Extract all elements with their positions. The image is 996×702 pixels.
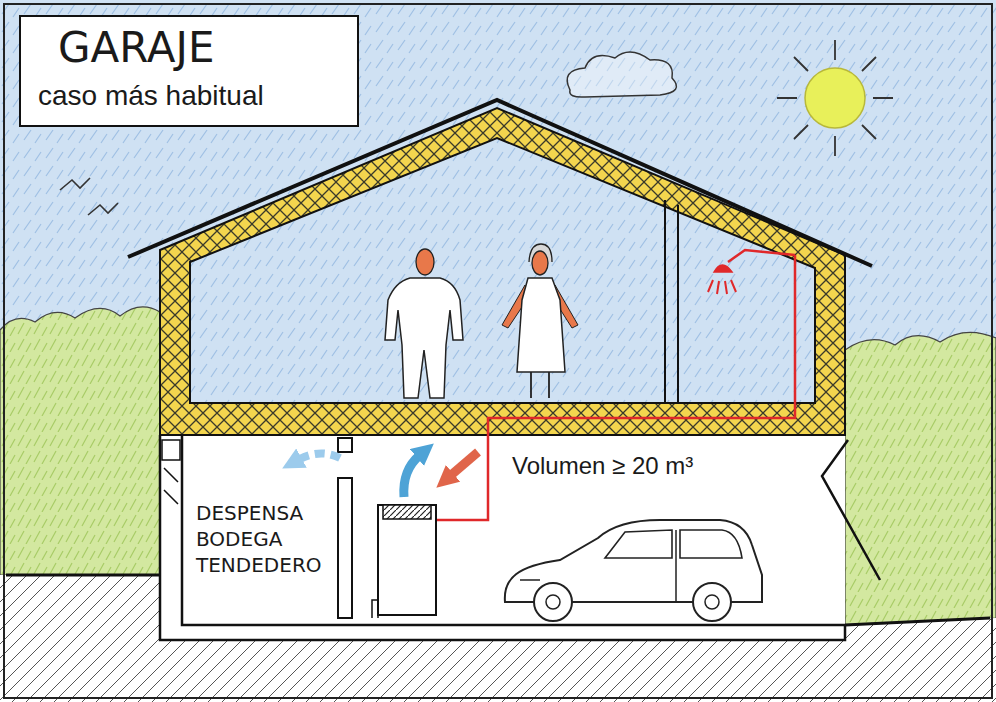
shower-head: [708, 265, 736, 294]
vent: [162, 440, 180, 460]
exhaust-arrow: [298, 453, 340, 460]
man: [385, 249, 463, 398]
boiler: [372, 505, 436, 618]
ground-floor-walls: [160, 435, 845, 640]
car: [505, 520, 762, 621]
insulation: [160, 108, 845, 435]
volume-note: Volumen ≥ 20 m³: [512, 452, 693, 480]
hill: [845, 332, 996, 625]
partition: [665, 200, 678, 403]
hot-water-pipe: [437, 255, 795, 520]
frame: [4, 4, 992, 698]
partition: [338, 478, 352, 618]
title: GARAJE: [58, 24, 214, 72]
garage-door: [822, 440, 880, 580]
title-box: [20, 16, 358, 126]
partition: [338, 438, 352, 452]
room-label: DESPENSA BODEGA TENDEDERO: [196, 500, 332, 578]
hill: [0, 307, 160, 575]
air-intake-arrow: [450, 452, 478, 476]
woman: [502, 244, 578, 398]
birds: [60, 178, 118, 215]
hot-water-pipe: [728, 250, 795, 262]
sun: [777, 40, 893, 156]
cloud: [567, 52, 676, 97]
subtitle: caso más habitual: [38, 80, 264, 112]
door-mark: [164, 468, 178, 504]
flue-arrow: [404, 455, 420, 497]
ground-floor: [160, 435, 845, 640]
